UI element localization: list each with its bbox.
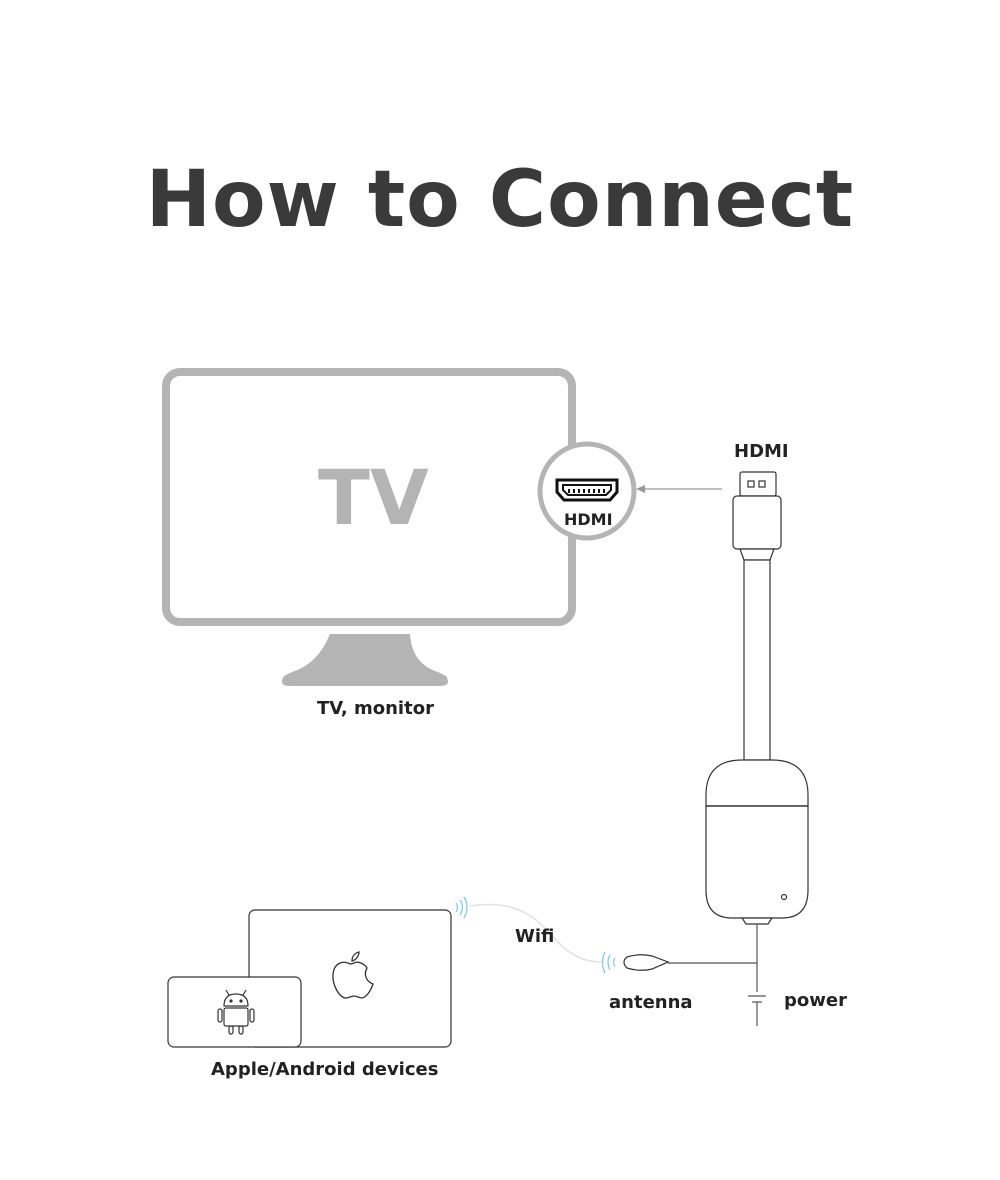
wifi-link-curve [469,903,603,963]
dongle-cap [705,759,809,807]
tv-stand [282,634,448,686]
tv-caption: TV, monitor [317,698,434,719]
dongle-body [705,805,809,919]
dongle-cable-end [740,917,774,925]
hdmi-plug-neck [739,548,775,561]
tv-screen-text: TV [318,453,429,542]
device-wifi-icon [455,896,468,919]
android-device [167,976,302,1048]
hdmi-pins-icon [568,489,605,493]
dongle-wires [668,924,766,1026]
antenna [601,951,670,974]
android-icon [217,989,255,1035]
antenna-icon [623,954,670,971]
connect-arrow [636,485,722,493]
wifi-label: Wifi [515,926,555,947]
page-title: How to Connect [145,155,855,245]
hdmi-plug-hole-right [758,480,766,488]
hdmi-port-label: HDMI [564,510,613,529]
devices-caption: Apple/Android devices [211,1059,439,1080]
hdmi-plug-tip [739,471,777,497]
hdmi-port-badge [537,441,637,541]
hdmi-plug-label: HDMI [734,441,789,462]
power-label: power [784,990,847,1011]
apple-icon [332,951,374,999]
hdmi-dongle [705,471,809,925]
hdmi-plug-hole-left [747,480,755,488]
antenna-label: antenna [609,992,693,1013]
dongle-cable [743,559,771,761]
dongle-led [780,893,788,901]
hdmi-plug-body [732,495,782,550]
antenna-wifi-icon [601,951,616,974]
